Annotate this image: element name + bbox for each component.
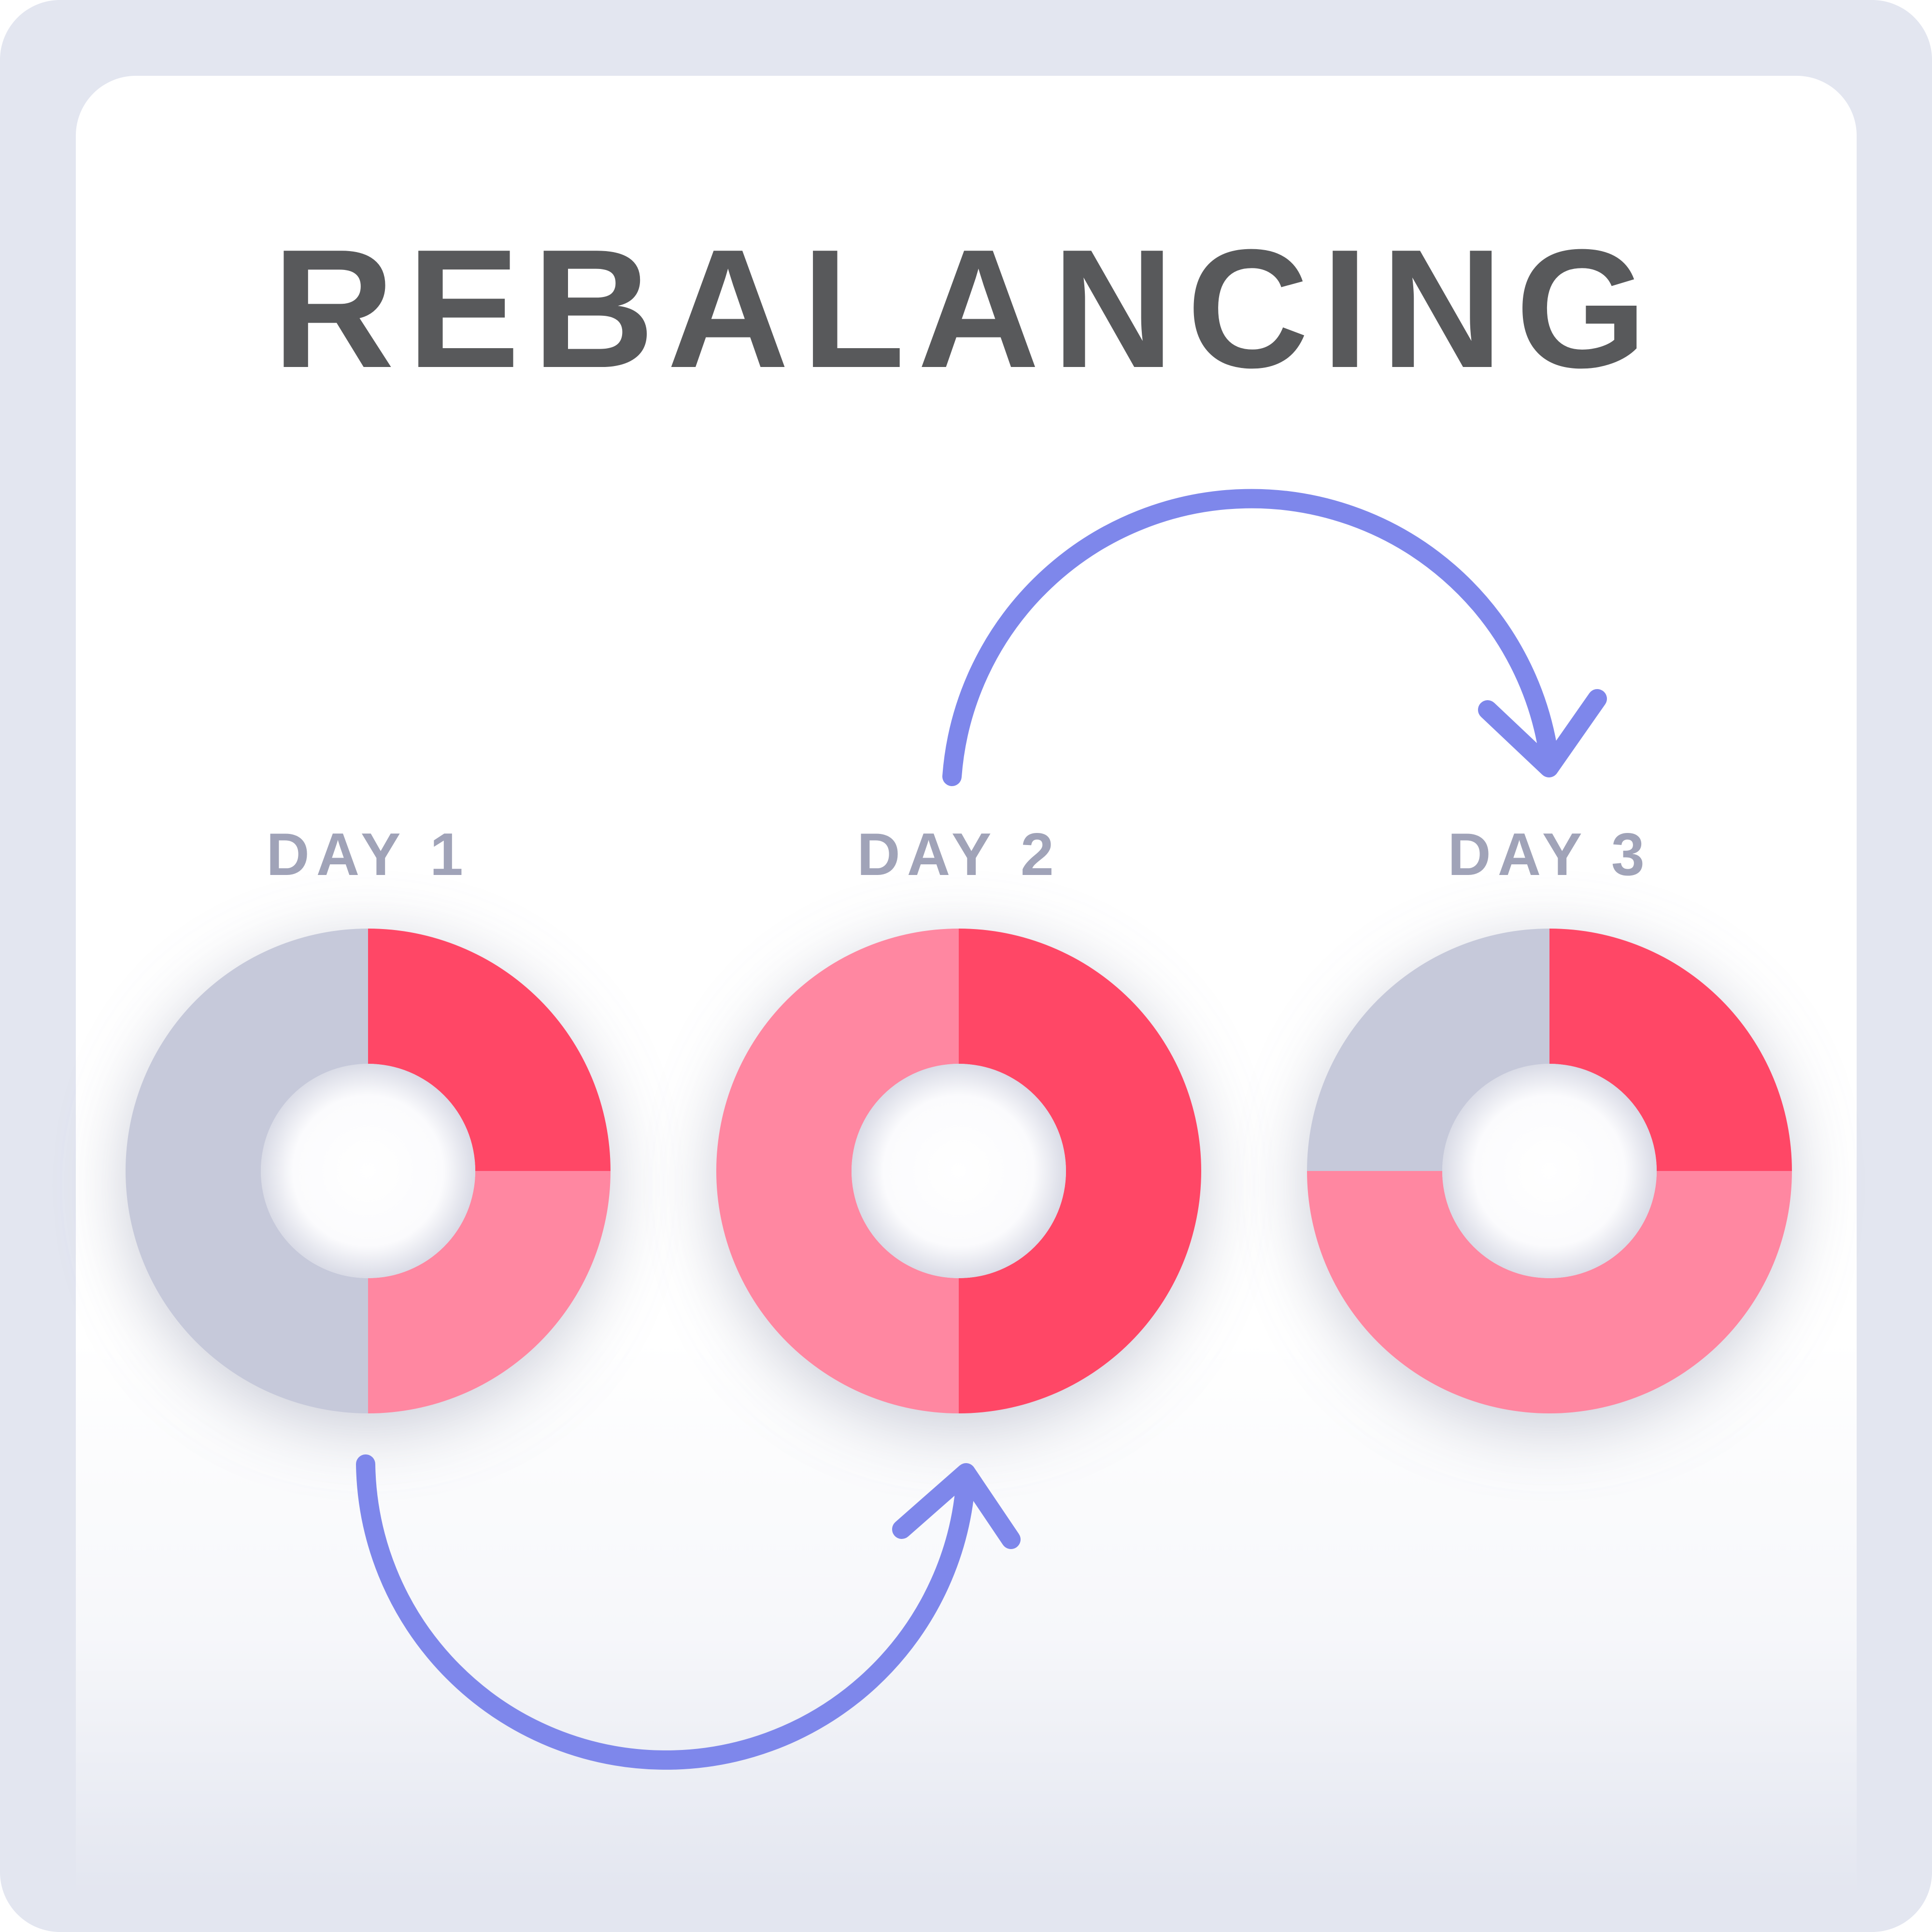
day-1-donut bbox=[125, 929, 611, 1413]
day-3-segment-red bbox=[1549, 929, 1792, 1171]
day-3-donut bbox=[1307, 929, 1792, 1413]
arrow-day-1-to-day-2 bbox=[356, 1454, 1021, 1770]
arrow-day-2-to-day-3 bbox=[942, 489, 1607, 786]
day-1-segment-gray bbox=[125, 929, 368, 1413]
day-1-label: DAY 1 bbox=[266, 821, 470, 888]
day-3-segment-pink bbox=[1307, 1171, 1792, 1413]
day-1-segment-pink bbox=[368, 1171, 611, 1413]
day-2-segment-red bbox=[959, 929, 1201, 1413]
day-1-segment-red bbox=[368, 929, 611, 1171]
arrow-2-head bbox=[1478, 689, 1607, 777]
day-3-segment-gray bbox=[1307, 929, 1549, 1171]
day-2-segment-pink bbox=[716, 929, 959, 1413]
day-3-donut-hole bbox=[1442, 1064, 1657, 1278]
arrows-layer bbox=[356, 489, 1607, 1770]
day-1-donut-hole bbox=[261, 1064, 475, 1278]
donuts-layer bbox=[125, 929, 1792, 1413]
arrow-1-head bbox=[892, 1463, 1021, 1549]
arrow-1-curve bbox=[356, 1454, 976, 1770]
page-title: REBALANCING bbox=[272, 214, 1660, 403]
day-2-label: DAY 2 bbox=[857, 821, 1061, 888]
day-3-label: DAY 3 bbox=[1448, 821, 1651, 888]
arrow-2-curve bbox=[942, 489, 1560, 786]
day-2-donut-hole bbox=[852, 1064, 1066, 1278]
day-2-donut bbox=[716, 929, 1201, 1413]
